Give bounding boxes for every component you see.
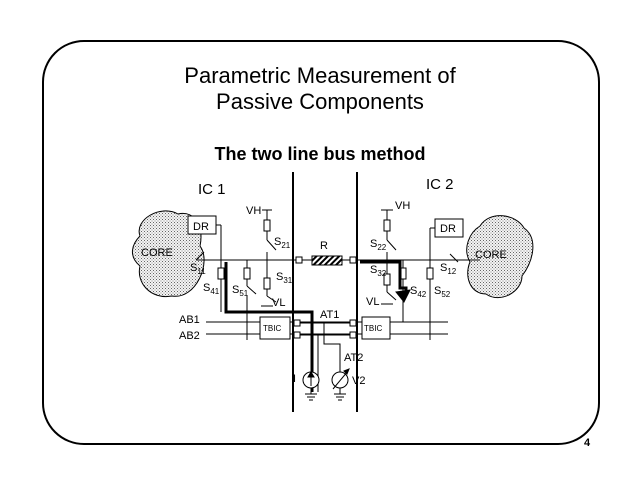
label-ab1: AB1 — [179, 314, 200, 326]
measurement-path-left — [224, 262, 314, 392]
core-left-blob — [132, 210, 205, 298]
switch-s51-blade — [246, 285, 257, 295]
label-s11: S11 — [190, 262, 206, 276]
switch-s11-blade — [195, 251, 205, 261]
label-dr-right: DR — [440, 223, 456, 235]
vh-left-resistor — [263, 219, 271, 232]
page-number: 4 — [584, 437, 591, 449]
label-ab2: AB2 — [179, 330, 200, 342]
label-s52: S52 — [434, 285, 451, 299]
s52-resistor — [426, 267, 434, 280]
label-s12: S12 — [440, 262, 457, 276]
label-s32: S32 — [370, 264, 387, 278]
label-vh-right: VH — [395, 200, 410, 212]
switch-s31-blade — [266, 295, 277, 303]
label-s31: S31 — [276, 271, 293, 285]
switch-s32-blade — [386, 291, 397, 301]
pin-left — [295, 256, 303, 264]
measurement-path-arrow — [395, 289, 411, 303]
label-resistor-r: R — [320, 240, 328, 252]
switch-s21-blade — [266, 239, 277, 251]
label-s51: S51 — [232, 284, 249, 298]
label-core-right: CORE — [475, 249, 507, 261]
s51-resistor — [243, 267, 251, 280]
label-tbic-left: TBIC — [263, 324, 281, 333]
label-at1: AT1 — [320, 309, 339, 321]
switch-s22-blade — [386, 239, 397, 251]
slide-title-line-2: Passive Components — [216, 89, 424, 114]
label-tbic-right: TBIC — [364, 324, 382, 333]
label-voltmeter: V2 — [352, 375, 365, 387]
slide-title-line-1: Parametric Measurement of — [184, 63, 456, 88]
s31-resistor — [263, 277, 271, 290]
label-current-source: I — [293, 373, 296, 385]
label-s21: S21 — [274, 236, 291, 250]
label-s22: S22 — [370, 238, 387, 252]
slide-frame — [42, 40, 600, 445]
core-right-blob — [466, 215, 534, 299]
label-s42: S42 — [410, 285, 427, 299]
label-at2: AT2 — [344, 352, 363, 364]
pin-right — [349, 256, 357, 264]
measurement-path-right — [360, 260, 408, 296]
vh-right-resistor — [383, 219, 391, 232]
resistor-r — [311, 255, 343, 266]
slide-subtitle: The two line bus method — [214, 144, 426, 164]
label-vh-left: VH — [246, 205, 261, 217]
tbic-right-box — [361, 316, 391, 340]
label-dr-left: DR — [193, 221, 209, 233]
s41-resistor — [217, 267, 225, 280]
label-core-left: CORE — [141, 247, 173, 259]
label-vl-left: VL — [272, 297, 285, 309]
label-s41: S41 — [203, 282, 220, 296]
switch-s12-blade — [449, 253, 459, 263]
tbic-left-box — [259, 316, 291, 340]
label-vl-right: VL — [366, 296, 379, 308]
label-ic2: IC 2 — [426, 176, 454, 193]
label-ic1: IC 1 — [198, 181, 226, 198]
